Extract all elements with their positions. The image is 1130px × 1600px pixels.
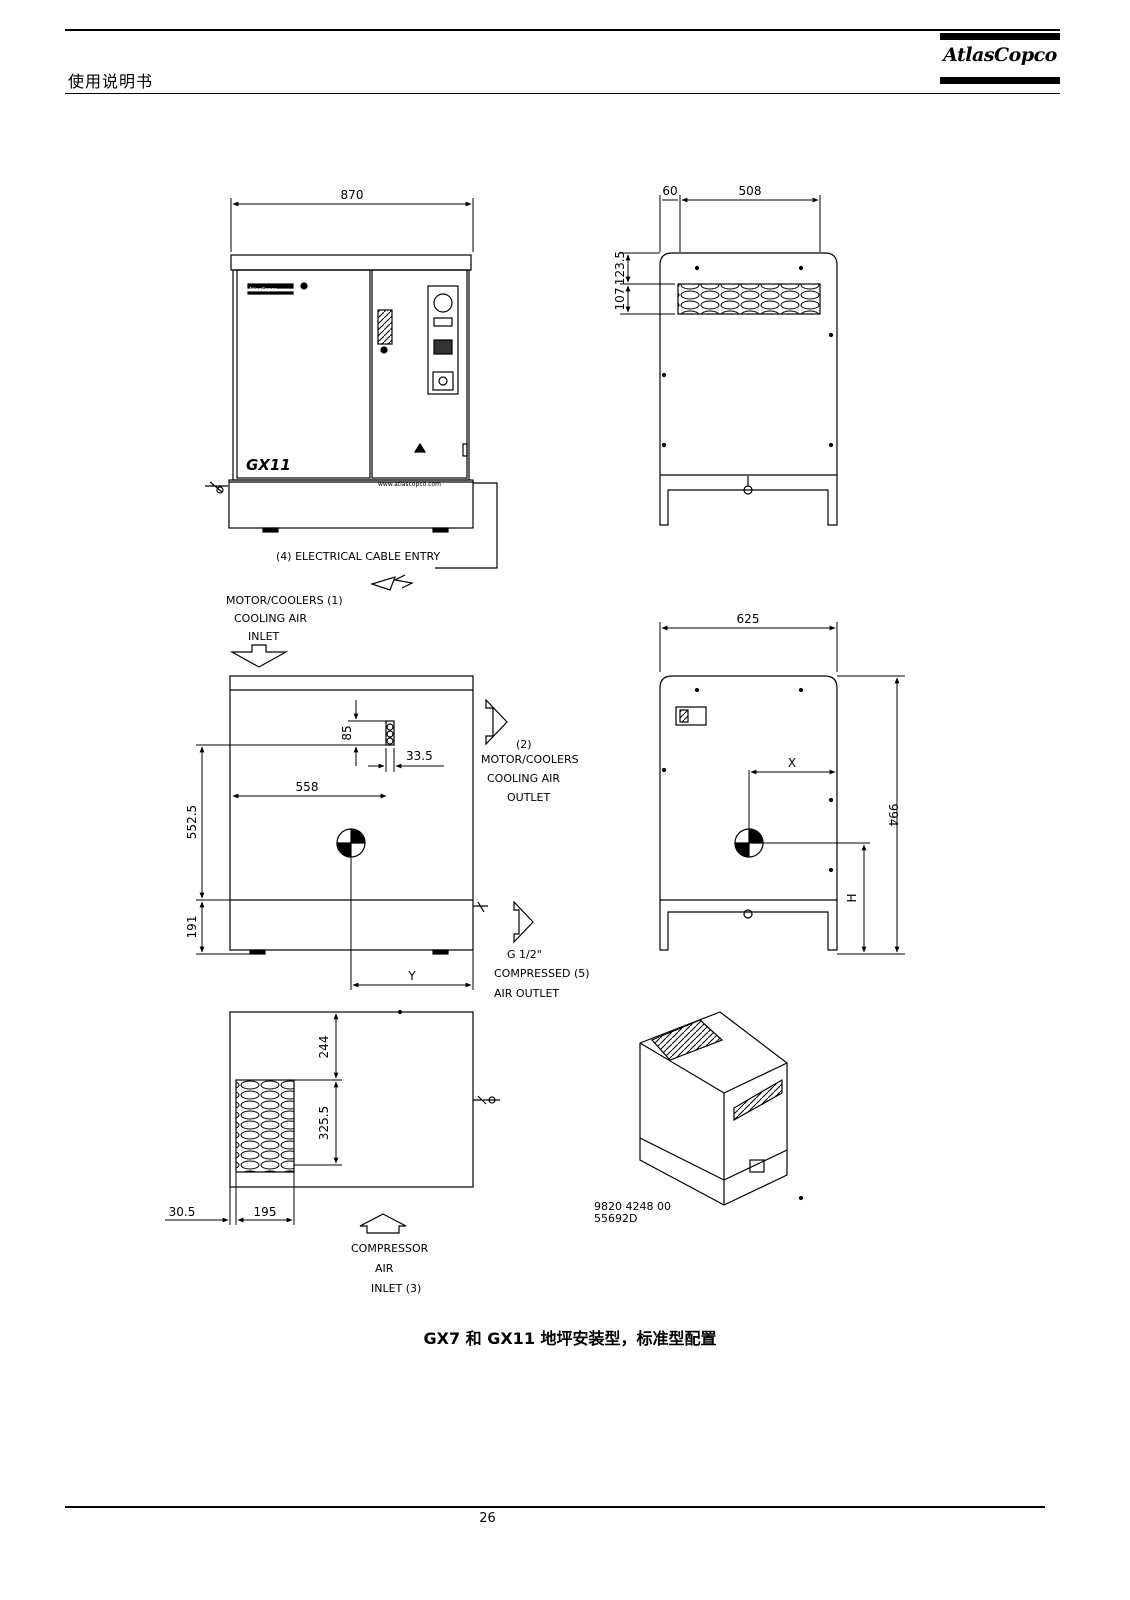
dim-558: 558 (296, 780, 319, 794)
dim-85: 85 (340, 725, 354, 740)
atlas-copco-logo: AtlasCopco (940, 33, 1060, 85)
dim-195: 195 (254, 1205, 277, 1219)
dim-y: Y (407, 969, 416, 983)
label-compressed-outlet-1: G 1/2" (507, 948, 542, 961)
label-cooling-inlet-3: INLET (248, 630, 280, 643)
dim-870: 870 (341, 188, 364, 202)
label-compressed-outlet-2: COMPRESSED (5) (494, 967, 590, 980)
dim-191: 191 (185, 916, 199, 939)
logo-top-bar (940, 33, 1060, 40)
logo-wordmark: AtlasCopco (943, 44, 1057, 66)
airflow-arrows (229, 644, 534, 1234)
dim-60: 60 (662, 184, 677, 198)
footer-rule (65, 1506, 1045, 1508)
label-cooling-inlet-1: MOTOR/COOLERS (1) (226, 594, 343, 607)
model-plate-gx11: GX11 (246, 456, 291, 474)
dim-994: 994 (886, 804, 900, 827)
figure-caption: GX7 和 GX11 地坪安装型，标准型配置 (423, 1329, 717, 1348)
label-cooling-outlet-0: (2) (516, 738, 532, 751)
dim-508: 508 (739, 184, 762, 198)
label-compressor-inlet-3: INLET (3) (371, 1282, 421, 1295)
label-compressor-inlet-1: COMPRESSOR (351, 1242, 429, 1255)
dim-552-5: 552.5 (185, 805, 199, 839)
label-drawing-number: 9820 4248 00 (594, 1200, 671, 1213)
document-title: 使用说明书 (68, 72, 154, 91)
label-compressor-inlet-2: AIR (375, 1262, 394, 1275)
label-drawing-revision: 55692D (594, 1212, 637, 1225)
label-cooling-outlet-3: OUTLET (507, 791, 551, 804)
side-view (659, 252, 838, 526)
isometric-view (639, 1011, 804, 1206)
dim-123-5: 123.5 (613, 251, 627, 285)
label-cooling-outlet-1: MOTOR/COOLERS (481, 753, 579, 766)
panel-brand-label: AtlasCopco (249, 287, 277, 293)
label-electrical-cable-entry: (4) ELECTRICAL CABLE ENTRY (276, 550, 440, 563)
header-rule-top (65, 29, 1060, 31)
page-number: 26 (479, 1511, 496, 1526)
label-compressed-outlet-3: AIR OUTLET (494, 987, 559, 1000)
dimension-lines (165, 195, 905, 1225)
logo-bottom-bar (940, 77, 1060, 84)
dim-33-5: 33.5 (406, 749, 433, 763)
dim-x: X (788, 756, 796, 770)
header-rule-bottom (65, 93, 1060, 94)
label-cooling-inlet-2: COOLING AIR (234, 612, 307, 625)
dim-625: 625 (737, 612, 760, 626)
dim-244: 244 (317, 1036, 331, 1059)
dim-325-5: 325.5 (317, 1106, 331, 1140)
dim-107: 107 (613, 288, 627, 311)
bottom-view (229, 1009, 500, 1188)
dim-30-5: 30.5 (169, 1205, 196, 1219)
front-view (205, 254, 498, 591)
label-cooling-outlet-2: COOLING AIR (487, 772, 560, 785)
technical-drawing: 870 60 508 123.5 107 625 994 X H 85 33.5… (130, 175, 960, 1305)
dim-h: H (845, 893, 859, 902)
website-label: www.atlascopco.com (378, 481, 441, 488)
